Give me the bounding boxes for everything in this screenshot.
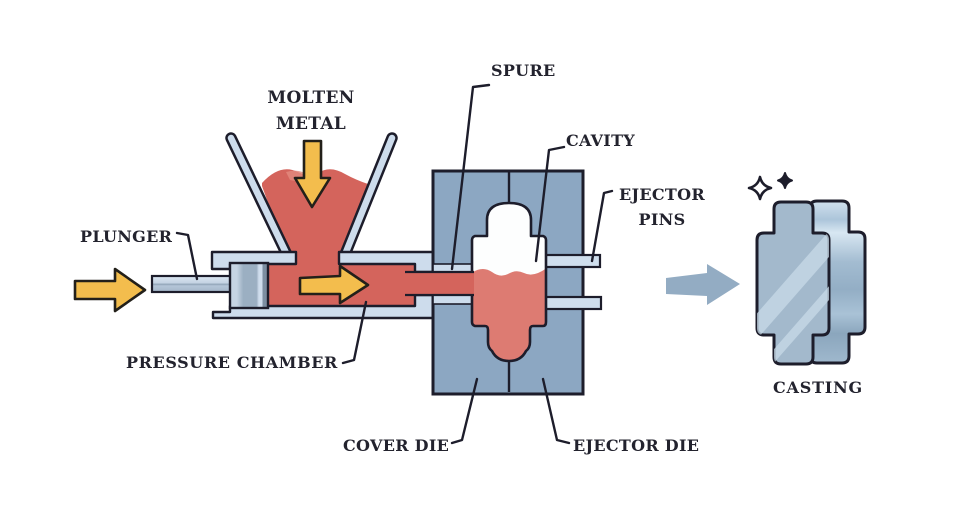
ejector-pins-label-line1: EJECTOR xyxy=(619,185,705,204)
arrow-right-icon xyxy=(73,267,147,313)
plunger-rod xyxy=(150,274,234,294)
pressure-chamber-label: PRESSURE CHAMBER xyxy=(126,353,338,372)
ejector-pins-label-line2: PINS xyxy=(638,210,686,229)
pouring-funnel xyxy=(225,132,398,275)
arrow-right-icon xyxy=(298,264,370,305)
ejector-die-label: EJECTOR DIE xyxy=(573,436,700,455)
casting-label: CASTING xyxy=(773,378,863,397)
molten-metal-label-line1: MOLTEN xyxy=(267,88,355,108)
ejector-pins-leader xyxy=(590,189,614,263)
arrow-right-icon xyxy=(666,264,740,305)
ejector-pins-label: EJECTOR PINS xyxy=(600,182,724,232)
label-leader-lines xyxy=(175,83,614,445)
cavity-leader xyxy=(534,145,566,263)
plunger-leader xyxy=(175,231,199,281)
cover-die-label: COVER DIE xyxy=(343,436,450,455)
die-cavity xyxy=(470,201,548,363)
ejector-pins xyxy=(542,253,603,311)
cover-die-leader xyxy=(450,377,479,445)
sparkles-icon xyxy=(747,172,793,201)
cavity-molten-fill xyxy=(472,267,546,361)
spure-label: SPURE xyxy=(491,61,556,80)
plunger xyxy=(150,261,270,310)
ejector-die-leader xyxy=(541,377,571,445)
sprue-channel xyxy=(405,270,474,297)
pressure-chamber-leader xyxy=(341,300,368,365)
molten-metal-label-line2: METAL xyxy=(275,114,347,134)
cavity-label: CAVITY xyxy=(566,131,636,150)
die-block xyxy=(405,169,603,396)
spure-leader xyxy=(450,83,491,271)
plunger-piston xyxy=(228,261,270,310)
arrow-down-icon xyxy=(293,139,332,209)
casting-part xyxy=(747,172,867,366)
molten-metal-label: MOLTEN METAL xyxy=(240,85,382,137)
plunger-label: PLUNGER xyxy=(80,227,173,246)
